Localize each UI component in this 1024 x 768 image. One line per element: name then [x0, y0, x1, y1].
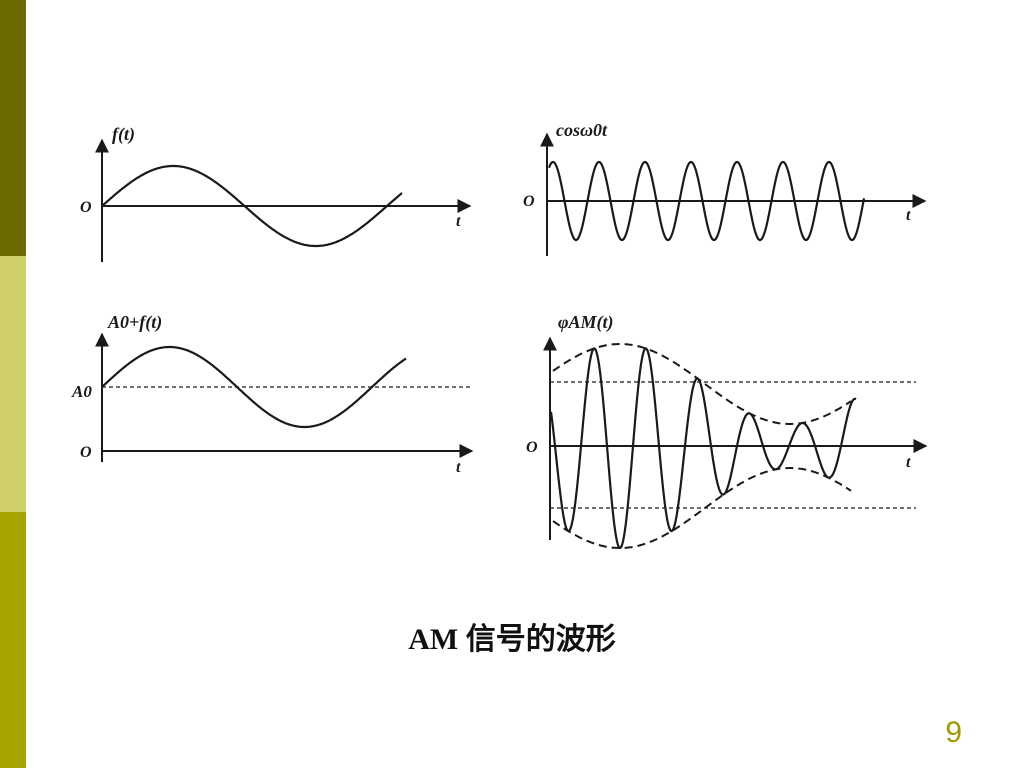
- x-axis-label: t: [456, 213, 461, 230]
- x-axis-label: t: [906, 207, 911, 224]
- origin-label: O: [526, 439, 538, 456]
- panel-offset-signal: A0+f(t) t O A0: [71, 312, 474, 476]
- panel-carrier: cosω0t t O: [523, 120, 927, 256]
- origin-label: O: [80, 444, 92, 461]
- origin-label: O: [523, 193, 535, 210]
- am-waveform-diagram: f(t) t O cosω0t t O A0+f(t) t O A0 φAM(t…: [71, 120, 928, 550]
- sidebar-stripe-bottom: [0, 512, 26, 768]
- figure-caption: AM 信号的波形: [408, 623, 616, 656]
- signal-wave: [101, 164, 403, 248]
- y-axis-label: cosω0t: [556, 120, 608, 140]
- y-axis-label: f(t): [112, 124, 135, 145]
- lower-envelope: [552, 467, 852, 549]
- x-axis-label: t: [906, 454, 911, 471]
- y-axis-label: φAM(t): [558, 312, 614, 333]
- x-axis-label: t: [456, 459, 461, 476]
- a0-level-label: A0: [71, 382, 92, 401]
- sidebar-stripe-middle: [0, 256, 26, 512]
- sidebar-stripe-top: [0, 0, 26, 256]
- page-number: 9: [945, 716, 962, 749]
- carrier-wave: [547, 160, 866, 242]
- y-axis-label: A0+f(t): [107, 312, 162, 333]
- panel-am-signal: φAM(t) t O: [526, 312, 928, 550]
- origin-label: O: [80, 199, 92, 216]
- am-wave: [549, 347, 857, 550]
- panel-signal: f(t) t O: [80, 124, 472, 262]
- offset-signal-wave: [101, 345, 407, 429]
